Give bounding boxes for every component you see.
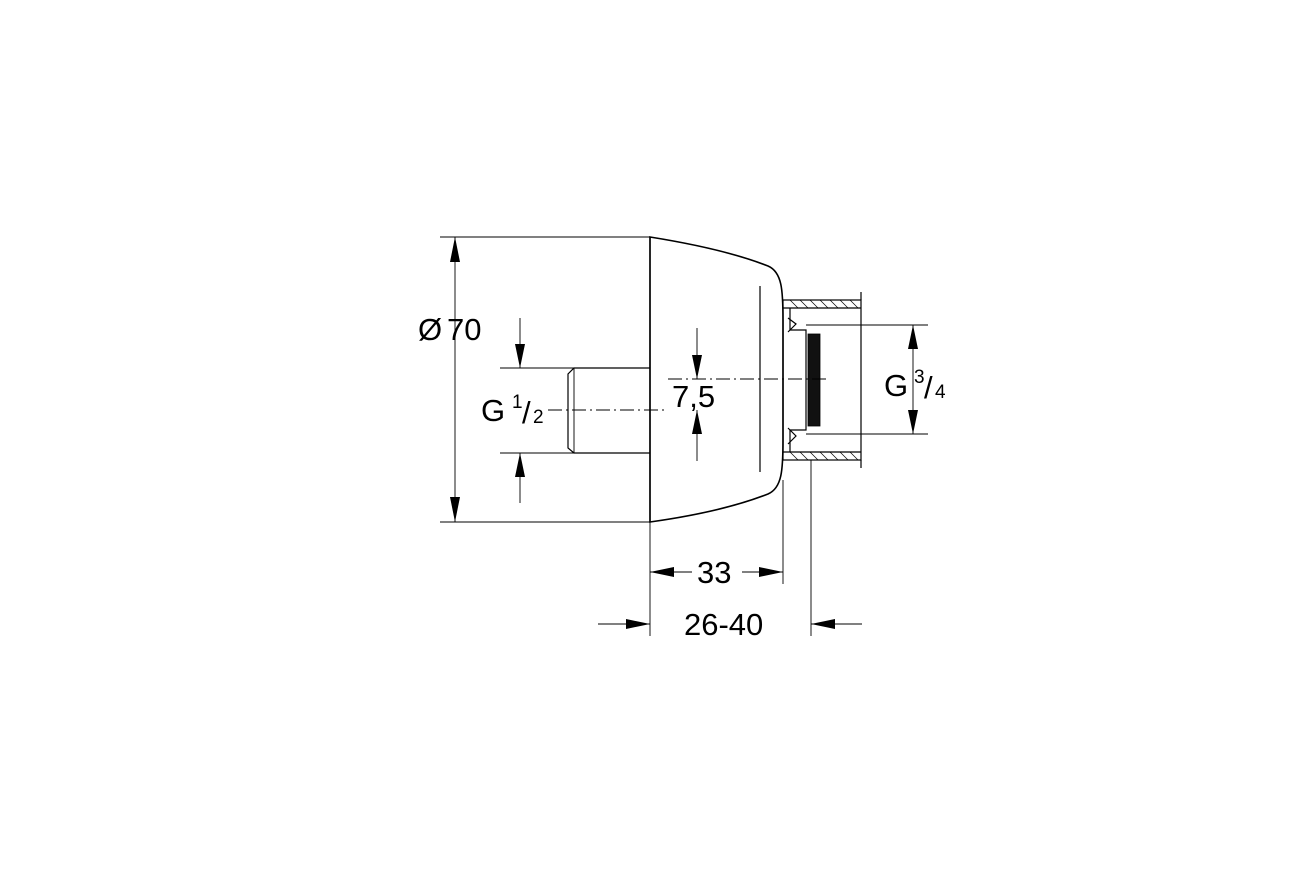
rosette-body (649, 236, 784, 523)
inlet-thread-dimension: G 1 / 2 (481, 318, 574, 503)
diameter-value: 70 (447, 312, 481, 347)
inlet-thread-prefix: G (481, 393, 505, 428)
outlet-thread-slash: / (924, 370, 933, 405)
outlet-thread-dimension: G 3 / 4 (884, 325, 946, 434)
offset-value: 7,5 (672, 379, 715, 414)
inlet-thread-denominator: 2 (533, 407, 544, 428)
outlet-thread-prefix: G (884, 368, 908, 403)
adjustment-dimension: 26-40 (598, 460, 862, 642)
outlet-thread-numerator: 3 (914, 367, 925, 388)
depth-value: 33 (697, 555, 731, 590)
inlet-thread-numerator: 1 (512, 392, 523, 413)
outlet-thread-denominator: 4 (935, 382, 946, 403)
diameter-symbol: Ø (418, 312, 442, 347)
adjustment-range-value: 26-40 (684, 607, 763, 642)
offset-dimension: 7,5 (672, 328, 715, 461)
depth-dimension: 33 (649, 480, 784, 636)
outlet-nut (782, 292, 928, 468)
inlet-thread-slash: / (522, 395, 531, 430)
inlet-stub (567, 367, 650, 454)
diameter-dimension: Ø 70 (418, 236, 650, 523)
